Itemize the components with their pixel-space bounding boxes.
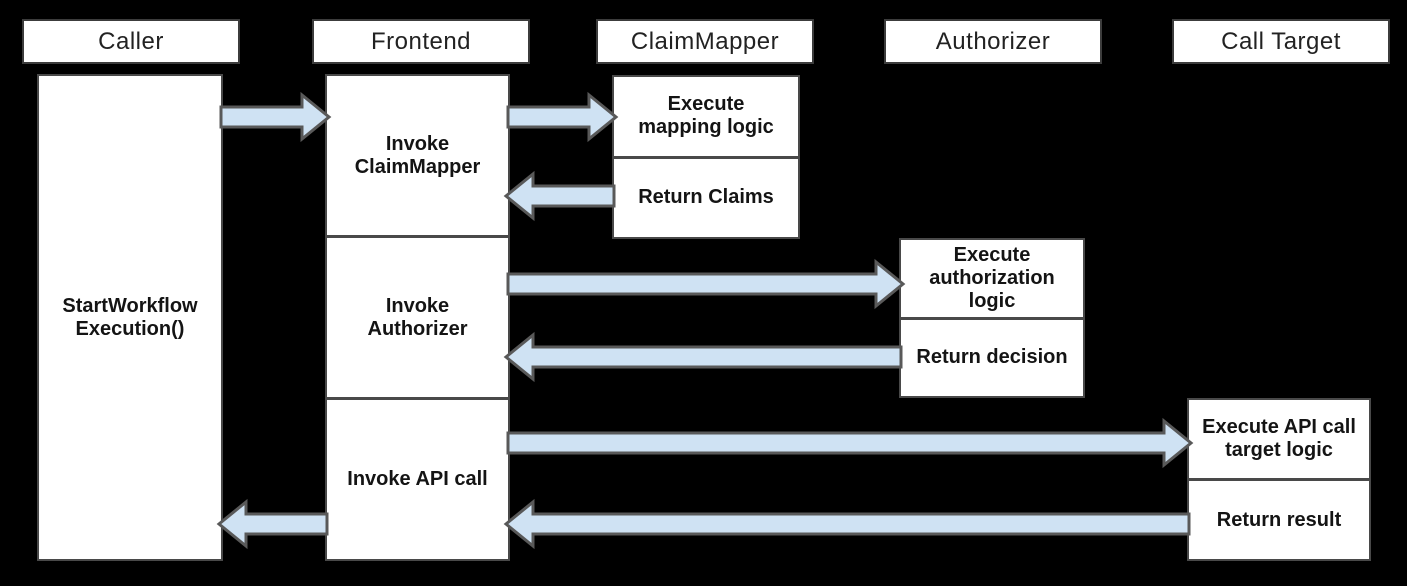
lane-header-claimmapper: ClaimMapper [596, 19, 814, 64]
lane-header-frontend: Frontend [312, 19, 530, 64]
activation-frontend: Invoke ClaimMapper Invoke Authorizer Inv… [325, 74, 510, 561]
lane-header-authorizer-label: Authorizer [935, 27, 1051, 55]
lane-header-frontend-label: Frontend [370, 27, 472, 55]
arrow-frontend-to-authorizer [506, 258, 906, 310]
lane-header-authorizer: Authorizer [884, 19, 1102, 64]
arrow-frontend-to-calltarget [506, 417, 1194, 469]
step-execute-authorization-logic: Execute authorization logic [929, 243, 1055, 312]
arrow-authorizer-to-frontend [503, 331, 903, 383]
step-execute-api-call-target-logic: Execute API call target logic [1202, 416, 1356, 461]
activation-calltarget: Execute API call target logic Return res… [1187, 398, 1371, 561]
step-invoke-authorizer: Invoke Authorizer [327, 235, 508, 397]
step-invoke-api-call: Invoke API call [327, 397, 508, 559]
step-execute-mapping-logic: Execute mapping logic [638, 93, 774, 139]
activation-claimmapper: Execute mapping logic Return Claims [612, 75, 800, 239]
step-startworkflowexecution: StartWorkflow Execution() [62, 294, 198, 340]
lane-header-caller: Caller [22, 19, 240, 64]
lane-header-claimmapper-label: ClaimMapper [630, 27, 780, 55]
arrow-claimmapper-to-frontend [503, 170, 616, 222]
activation-caller: StartWorkflow Execution() [37, 74, 223, 561]
step-return-claims: Return Claims [614, 155, 798, 238]
lane-header-caller-label: Caller [98, 27, 164, 55]
lane-header-calltarget-label: Call Target [1221, 27, 1341, 55]
arrow-frontend-to-claimmapper [506, 91, 619, 143]
step-return-decision: Return decision [901, 316, 1083, 397]
step-invoke-claimmapper: Invoke ClaimMapper [354, 132, 481, 178]
activation-authorizer: Execute authorization logic Return decis… [899, 238, 1085, 398]
arrow-caller-to-frontend [219, 91, 332, 143]
lane-header-calltarget: Call Target [1172, 19, 1390, 64]
step-return-result: Return result [1189, 478, 1369, 559]
arrow-frontend-to-caller [216, 498, 329, 550]
arrow-calltarget-to-frontend [503, 498, 1191, 550]
